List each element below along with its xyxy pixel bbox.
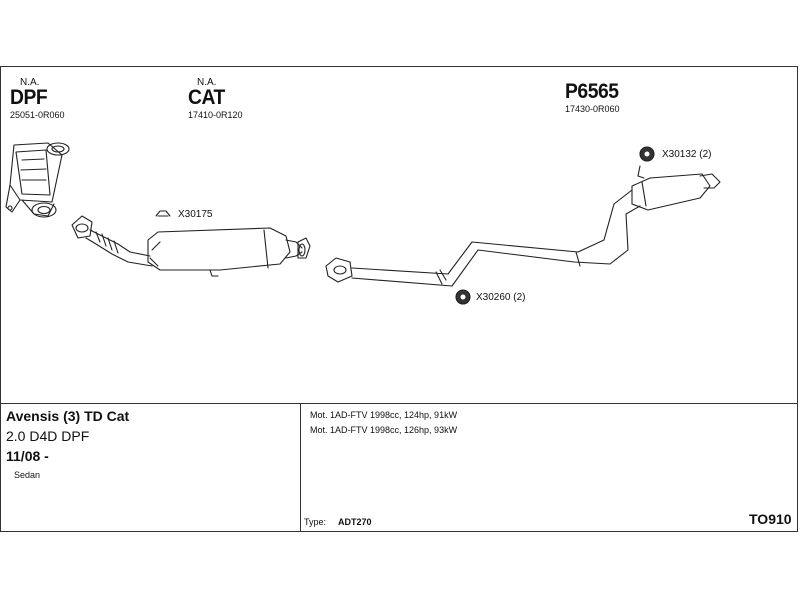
cat-code: CAT [188,86,225,109]
mid-mount-ref: X30260 (2) [476,292,526,303]
catalog-number: TO910 [749,511,792,527]
gasket-part [155,210,171,217]
section-divider [0,403,798,404]
column-divider [300,403,301,532]
vehicle-engine: 2.0 D4D DPF [6,428,90,444]
pipe-part-number: 17430-0R060 [565,104,620,114]
mid-pipe-part [325,165,721,287]
diagram-frame [0,66,798,532]
pipe-code: P6565 [565,80,619,103]
mid-mount-icon [455,289,471,305]
dpf-code: DPF [10,86,48,109]
dpf-part-number: 25051-0R060 [10,110,65,120]
rear-mount-icon [639,146,655,162]
catalyst-part [71,215,311,277]
rear-mount-ref: X30132 (2) [662,149,712,160]
vehicle-date: 11/08 - [6,448,49,464]
type-label: Type: [304,517,327,527]
vehicle-body: Sedan [14,470,41,480]
dpf-status: N.A. [20,77,40,88]
engine-line-2: Mot. 1AD-FTV 1998cc, 126hp, 93kW [310,425,458,435]
gasket-ref: X30175 [178,209,213,220]
engine-line-1: Mot. 1AD-FTV 1998cc, 124hp, 91kW [310,410,458,420]
dpf-part [5,142,70,218]
vehicle-model: Avensis (3) TD Cat [6,408,130,424]
type-value: ADT270 [338,517,372,527]
cat-status: N.A. [197,77,217,88]
cat-part-number: 17410-0R120 [188,110,243,120]
